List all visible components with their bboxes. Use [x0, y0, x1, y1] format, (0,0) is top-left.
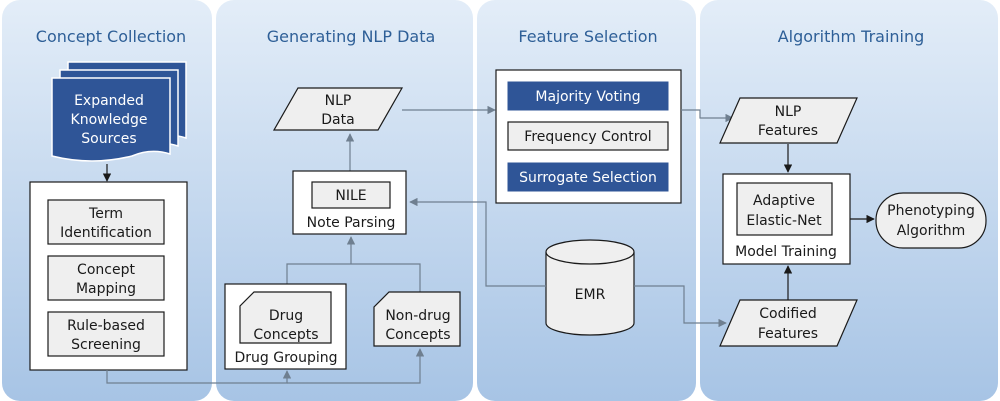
- phenotyping-algorithm-terminal: [875, 192, 987, 249]
- title-feature-selection: Feature Selection: [518, 27, 657, 46]
- non-drug-concepts-card: [373, 291, 461, 347]
- nlp-features-line-2: Features: [758, 123, 818, 139]
- phenotyping-line-2: Algorithm: [897, 223, 966, 239]
- frequency-control-label: Frequency Control: [524, 129, 651, 145]
- adaptive-elastic-net-box: [736, 182, 833, 236]
- term-identification-box: [47, 199, 165, 245]
- screening-line-1: Rule-based: [67, 318, 145, 334]
- arrow-emr-to-codified: [634, 285, 727, 328]
- arrow-emr-to-parsing: [409, 197, 546, 287]
- sources-line-2: Knowledge: [71, 112, 148, 128]
- knowledge-sources-stack: Expanded Knowledge Sources: [51, 61, 187, 162]
- nile-box: [311, 181, 391, 209]
- codified-features-parallelogram: [719, 299, 858, 347]
- sources-line-3: Sources: [81, 131, 136, 147]
- non-drug-line-1: Non-drug: [385, 308, 450, 324]
- nlp-data-parallelogram: [272, 87, 404, 131]
- frequency-control-box: [507, 121, 669, 151]
- connector-to-non-drug: [287, 348, 425, 384]
- codified-line-1: Codified: [759, 306, 816, 322]
- non-drug-line-2: Concepts: [385, 327, 450, 343]
- adaptive-line-2: Elastic-Net: [746, 213, 822, 229]
- mapping-line-2: Mapping: [76, 281, 136, 297]
- nlp-data-line-1: NLP: [325, 93, 352, 109]
- term-line-2: Identification: [60, 225, 152, 241]
- surrogate-selection-label: Surrogate Selection: [519, 170, 657, 186]
- majority-voting-label: Majority Voting: [535, 89, 640, 105]
- emr-database: EMR: [545, 239, 635, 336]
- title-generating-nlp: Generating NLP Data: [267, 27, 436, 46]
- codified-line-2: Features: [758, 326, 818, 342]
- note-parsing-label: Note Parsing: [307, 215, 396, 231]
- connector-to-drug-grouping: [106, 370, 292, 384]
- emr-label: EMR: [575, 287, 606, 303]
- model-training-label: Model Training: [735, 244, 837, 260]
- phenotyping-line-1: Phenotyping: [887, 203, 975, 219]
- concept-mapping-box: [47, 255, 165, 301]
- rule-based-screening-box: [47, 311, 165, 357]
- drug-concepts-line-1: Drug: [269, 308, 303, 324]
- drug-concepts-line-2: Concepts: [253, 327, 318, 343]
- nlp-features-line-1: NLP: [775, 104, 802, 120]
- connector-concepts-merge: [286, 263, 421, 292]
- sources-line-1: Expanded: [74, 93, 144, 109]
- majority-voting-box: [507, 81, 669, 111]
- drug-grouping-label: Drug Grouping: [234, 350, 337, 366]
- drug-concepts-card: [239, 291, 332, 344]
- mapping-line-1: Concept: [77, 262, 135, 278]
- arrow-selection-to-nlp-features: [681, 109, 734, 123]
- nlp-data-line-2: Data: [321, 112, 354, 128]
- nile-label: NILE: [335, 188, 366, 204]
- title-algorithm-training: Algorithm Training: [778, 27, 925, 46]
- title-concept-collection: Concept Collection: [36, 27, 186, 46]
- surrogate-selection-box: [507, 162, 669, 192]
- screening-line-2: Screening: [71, 337, 141, 353]
- nlp-features-parallelogram: [719, 97, 858, 144]
- adaptive-line-1: Adaptive: [753, 193, 815, 209]
- term-line-1: Term: [88, 206, 123, 222]
